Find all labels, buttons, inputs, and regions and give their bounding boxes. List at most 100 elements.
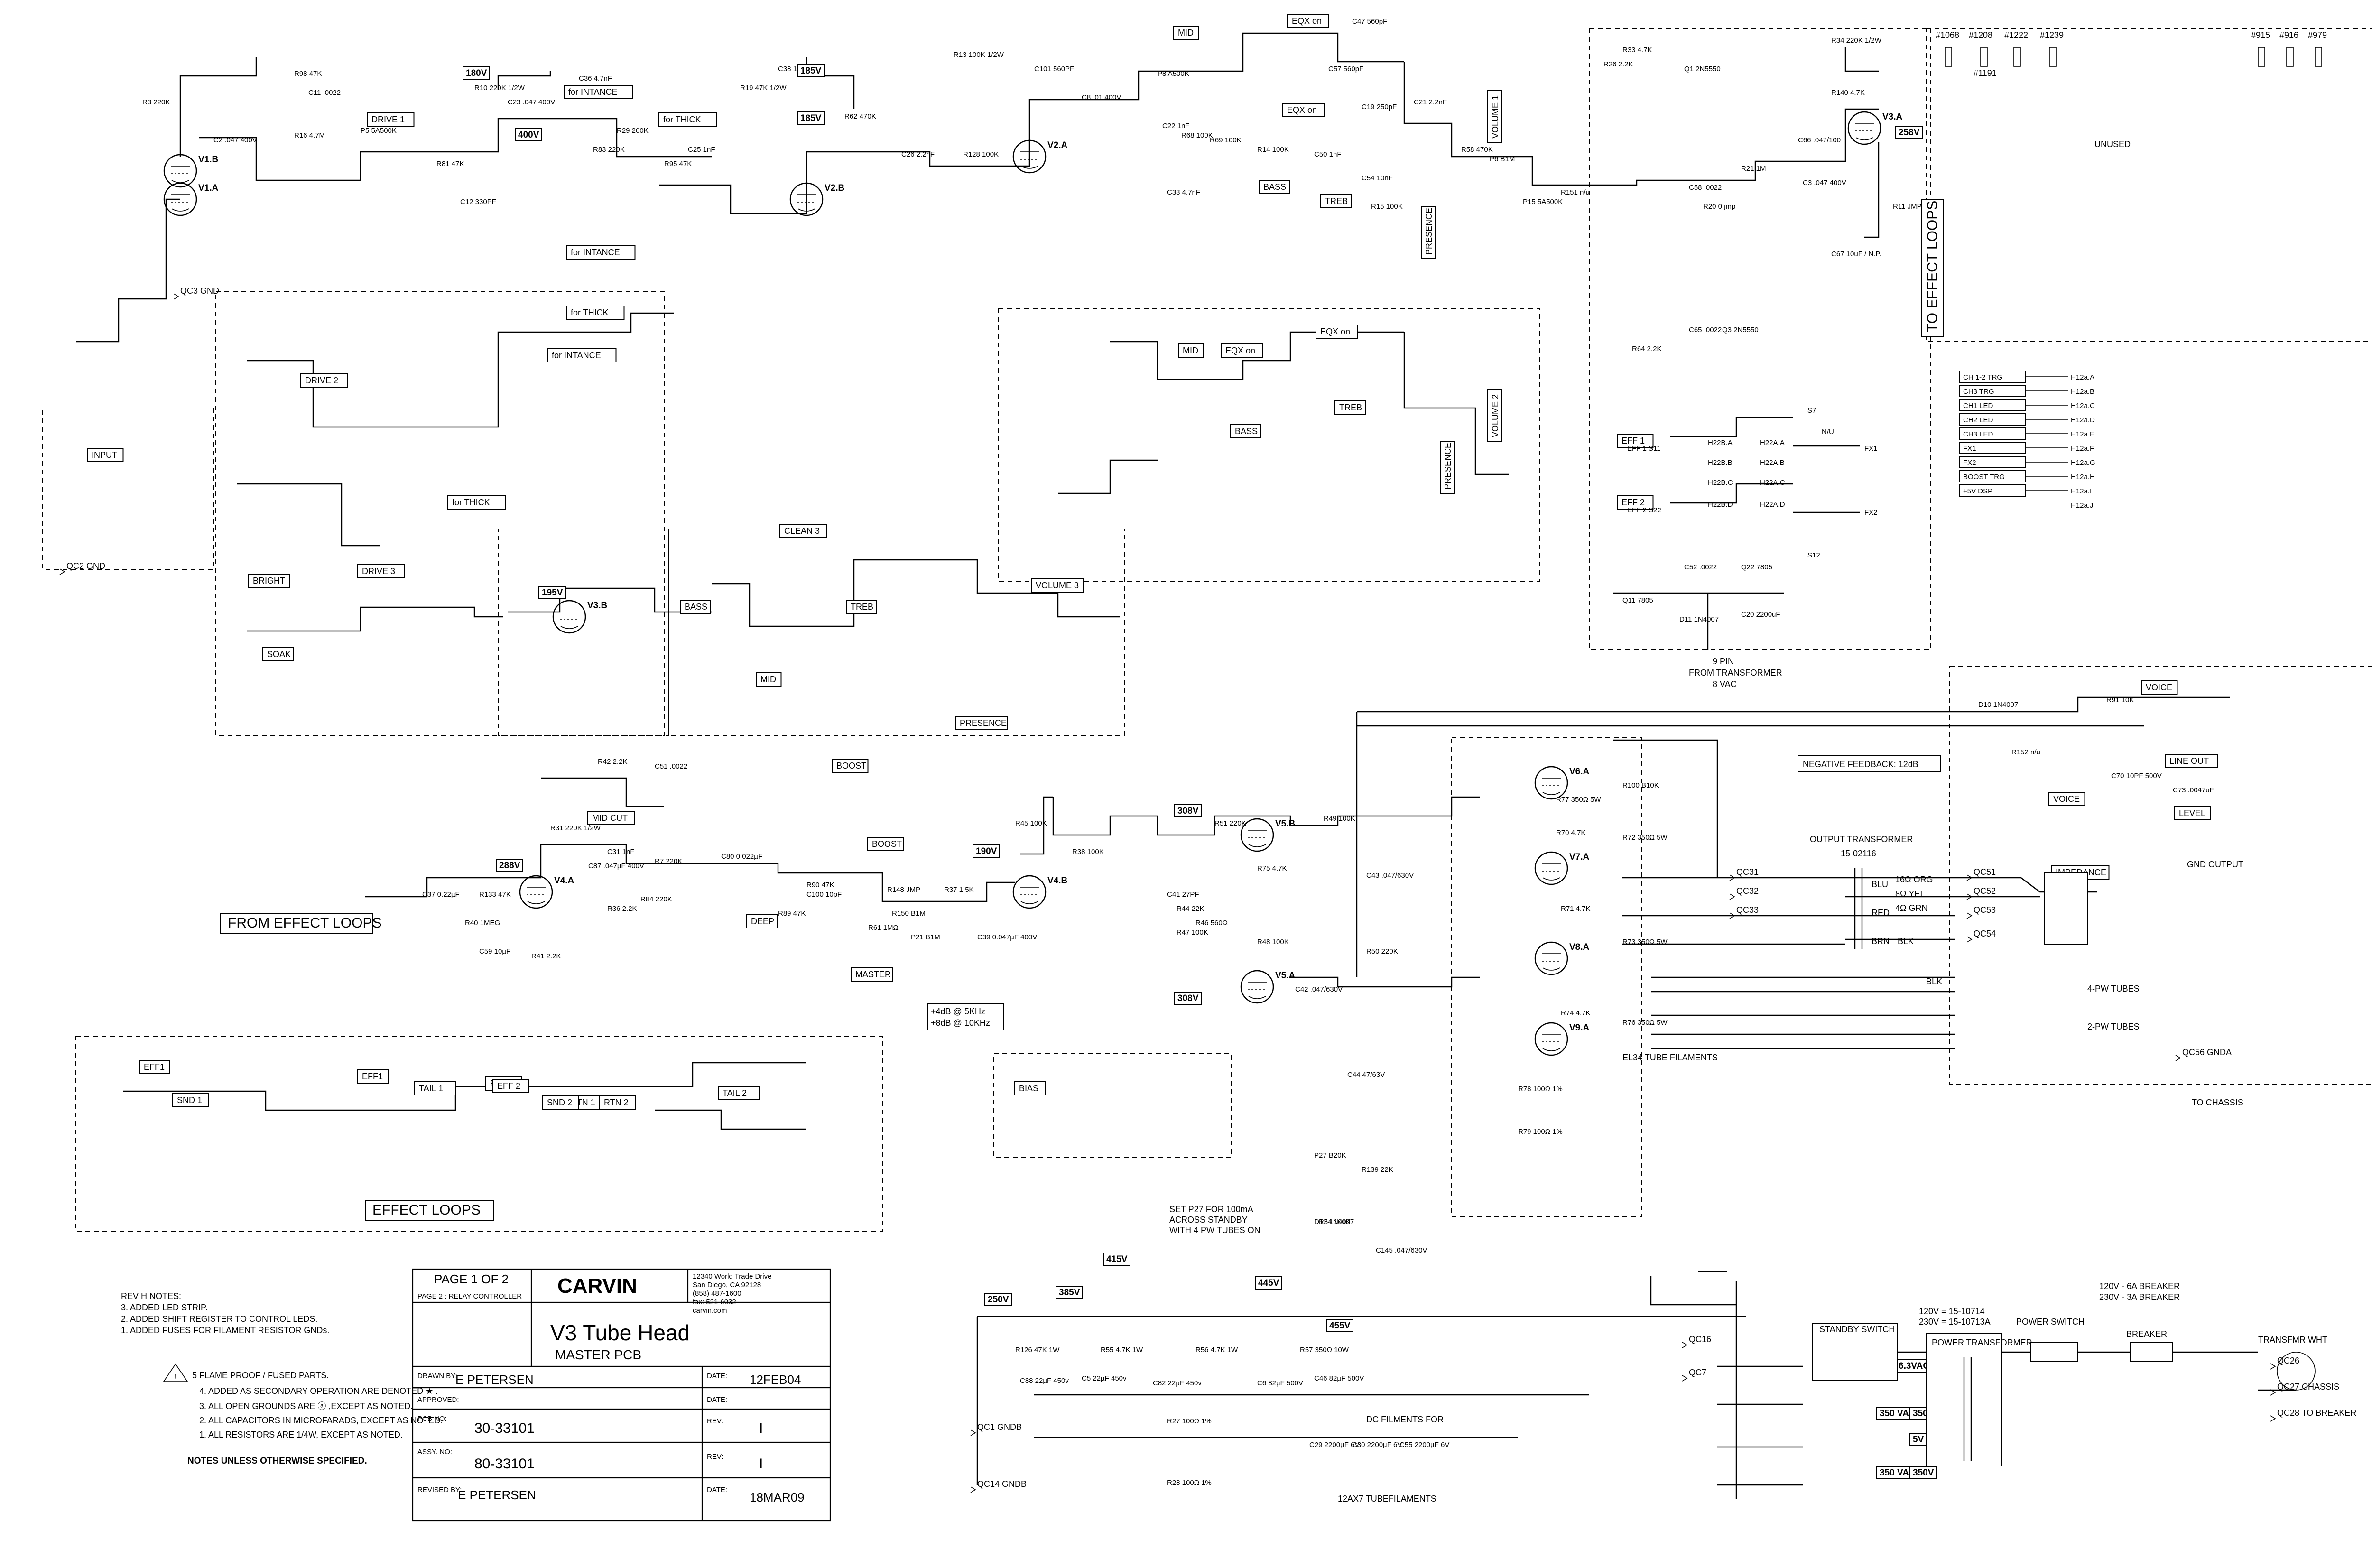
part-label: R148 JMP [887, 886, 920, 894]
control-label-text: PRESENCE [960, 718, 1007, 728]
part-label: C30 2200µF 6V [1352, 1441, 1402, 1449]
part-label: R95 47K [664, 160, 692, 168]
tube-v8a: V8.A [1534, 941, 1590, 975]
relay-legend-text: CH2 LED [1963, 416, 1993, 424]
part-label: C20 2200uF [1741, 611, 1780, 619]
set-p27-line2: ACROSS STANDBY [1169, 1215, 1248, 1225]
part-label: C57 560pF [1328, 65, 1363, 73]
control-label-text: SND 2 [547, 1098, 572, 1107]
relay-legend-item: CH3 TRG [1959, 385, 2068, 397]
part-label: R40 1MEG [465, 919, 500, 927]
tube-label: V8.A [1569, 942, 1590, 952]
control-label-text: VOICE [2146, 683, 2172, 692]
control-label-text: EFF 2 [1621, 498, 1645, 507]
tube-v5b: V5.B [1240, 818, 1295, 852]
control-label-text: MID [760, 675, 776, 684]
relay-legend-text: FX2 [1963, 459, 1976, 467]
control-label-bias: BIAS [1014, 1081, 1046, 1095]
control-label-soak: SOAK [262, 647, 294, 661]
part-label: R70 4.7K [1556, 829, 1586, 837]
part-number-refs: #1068 #1208 #1222 #1239 #1191 #915 #916 … [1936, 30, 2327, 78]
pt-part-230: 230V = 15-10713A [1919, 1317, 1991, 1327]
relay-pin-label: H12a.B [2071, 388, 2094, 396]
control-label-text: TREB [1325, 196, 1348, 206]
bright-gain-10k: +8dB @ 10KHz [931, 1018, 990, 1028]
part-label: R140 4.7K [1831, 89, 1865, 97]
part-label: P27 B20K [1314, 1151, 1346, 1160]
part-label: R14 100K [1257, 146, 1289, 154]
drive-block-outline [215, 291, 665, 736]
part-label: R152 n/u [2011, 748, 2040, 756]
control-label-tail-2: TAIL 2 [718, 1086, 760, 1100]
output-transformer-label: OUTPUT TRANSFORMER [1810, 835, 1913, 844]
assy-number: 80-33101 [474, 1456, 535, 1472]
connector-label: QC54 [1974, 929, 1996, 938]
general-note-3: 3. ALL OPEN GROUNDS ARE ⓐ ,EXCEPT AS NOT… [199, 1401, 413, 1411]
control-label-text: EFF1 [362, 1072, 383, 1081]
part-label: R27 100Ω 1% [1167, 1417, 1212, 1425]
control-label-for-thick: for THICK [566, 306, 625, 320]
from-transformer-line1: 9 PIN [1713, 657, 1734, 666]
connector-label: QC33 [1736, 905, 1759, 915]
part-label: R34 220K 1/2W [1831, 37, 1882, 45]
tube-label: V5.B [1275, 819, 1295, 829]
voltage-text: 5V [1913, 1435, 1924, 1445]
part-label: R89 47K [778, 909, 806, 918]
control-label-text: BRIGHT [253, 576, 285, 585]
voltage-tag: 185V [797, 111, 825, 125]
rev-note-1: 3. ADDED LED STRIP. [121, 1303, 208, 1312]
control-label-volume-3: VOLUME 3 [1031, 578, 1084, 593]
control-label-drive-2: DRIVE 2 [300, 373, 348, 388]
pcb-rev-label: REV: [707, 1417, 723, 1425]
control-label-text: VOICE [2053, 794, 2080, 804]
control-label-text: MID [1183, 346, 1198, 355]
part-label: R71 4.7K [1561, 905, 1591, 913]
control-label-presence: PRESENCE [1440, 441, 1455, 494]
fx-label: H22A.A [1760, 439, 1785, 447]
connector-label: QC1 GNDB [977, 1422, 1022, 1432]
control-label-eff1: EFF1 [139, 1060, 170, 1074]
control-label-text: EFF1 [144, 1062, 165, 1072]
set-p27-line3: WITH 4 PW TUBES ON [1169, 1225, 1260, 1235]
part-label: R69 100K [1210, 136, 1242, 144]
connector-qc3: QC3 GND [173, 286, 219, 300]
part-label: C37 0.22µF [422, 891, 460, 899]
part-label: R64 2.2K [1632, 345, 1662, 353]
part-label: C36 4.7nF [579, 74, 612, 83]
voltage-tag: 195V [538, 586, 566, 599]
connector-qc1: QC1 GNDB [970, 1422, 1022, 1436]
part-label: R151 n/u [1561, 188, 1590, 196]
control-label-text: for THICK [663, 115, 701, 124]
effect-loops-block-outline [75, 1036, 883, 1232]
pcb-number: 30-33101 [474, 1420, 535, 1436]
title-block: PAGE 1 OF 2 PAGE 2 : RELAY CONTROLLER CA… [412, 1268, 831, 1522]
voltage-text: 180V [466, 68, 487, 78]
control-label-text: for INTANCE [552, 351, 601, 360]
connector-qc56: QC56 GNDA [2175, 1048, 2232, 1061]
tube-label: V4.B [1047, 876, 1067, 886]
part-label: C88 22µF 450v [1020, 1377, 1069, 1385]
pt-part-120: 120V = 15-10714 [1919, 1307, 1985, 1316]
part-label: R83 220K [593, 146, 625, 154]
general-note-4: 4. ADDED AS SECONDARY OPERATION ARE DENO… [199, 1386, 438, 1396]
control-label-for-thick: for THICK [447, 495, 506, 510]
part-label: Q3 2N5550 [1722, 326, 1759, 334]
part-label: R29 200K [617, 127, 649, 135]
control-label-text: MID CUT [592, 813, 628, 823]
part-label: R41 2.2K [531, 952, 561, 960]
part-label: C5 22µF 450v [1082, 1374, 1127, 1382]
connector-label: QC31 [1736, 867, 1759, 877]
relay-legend-item: CH3 LED [1959, 427, 2068, 440]
date-label: DATE: [707, 1372, 727, 1380]
part-label: R79 100Ω 1% [1518, 1128, 1563, 1136]
connector-qc7: QC7 [1682, 1368, 1706, 1382]
voltage-text: 6.3VAC [1899, 1361, 1929, 1371]
voltage-tag: 258V [1895, 126, 1923, 139]
part-label: R72 350Ω 5W [1622, 834, 1668, 842]
control-label-deep: DEEP [746, 914, 778, 928]
control-label-clean-3: CLEAN 3 [779, 524, 827, 538]
part-label: C29 2200µF 6V [1309, 1441, 1359, 1449]
part-label: P8 A500K [1158, 70, 1189, 78]
part-label: C3 .047 400V [1803, 179, 1846, 187]
connector-qc33: QC33 [1729, 905, 1759, 919]
